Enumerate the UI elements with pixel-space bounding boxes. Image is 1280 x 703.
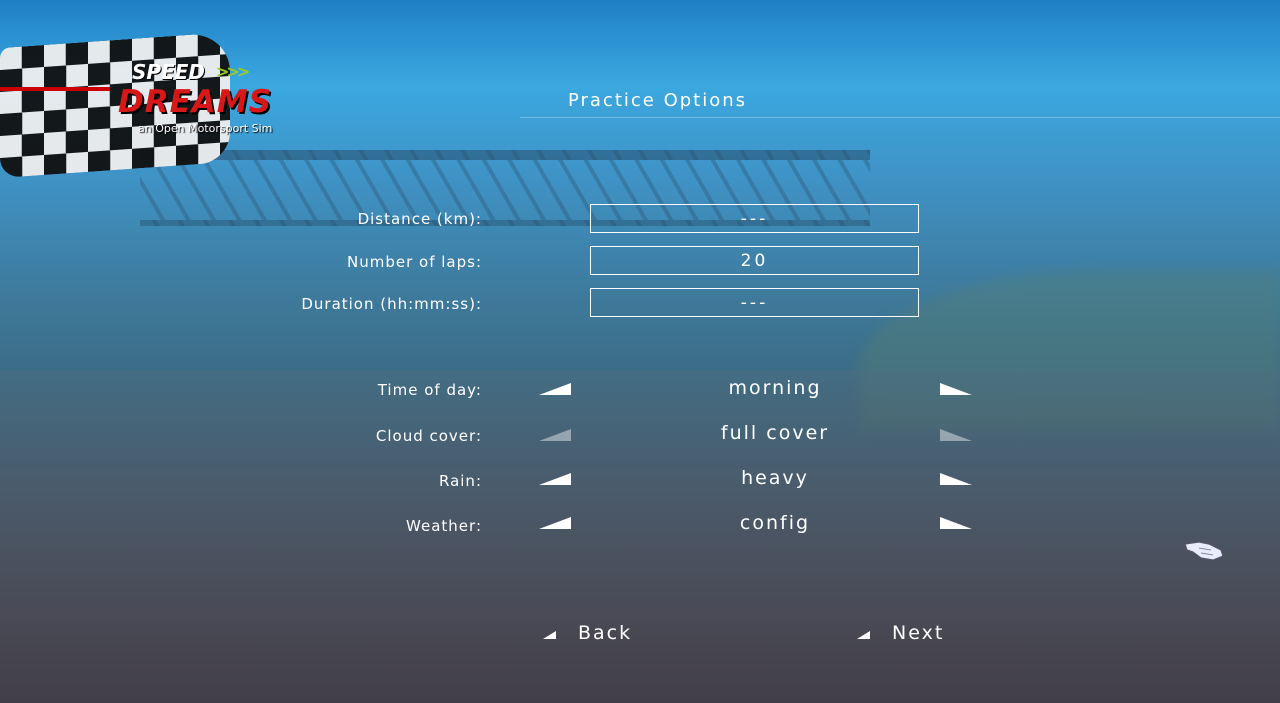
weather-label: Weather:: [406, 517, 482, 535]
background-road: [0, 370, 1280, 703]
time-of-day-value: morning: [728, 377, 822, 399]
rain-value: heavy: [741, 467, 809, 489]
weather-value: config: [739, 512, 811, 534]
back-arrow-icon: [543, 631, 556, 639]
laps-label: Number of laps:: [347, 253, 482, 271]
logo-speed-text: SPEED: [132, 60, 205, 84]
logo-dreams-text: DREAMS: [118, 84, 272, 120]
laps-input[interactable]: 20: [590, 246, 919, 275]
cloud-cover-value: full cover: [720, 422, 830, 444]
background-hill: [860, 270, 1280, 430]
cloud-cover-label: Cloud cover:: [375, 427, 482, 445]
logo-stripe: [0, 87, 110, 91]
duration-input[interactable]: ---: [590, 288, 919, 317]
next-arrow-icon: [857, 631, 870, 639]
logo-tagline: an Open Motorsport Sim: [138, 122, 273, 135]
rain-label: Rain:: [438, 472, 482, 490]
cloud-cover-prev-arrow-icon[interactable]: [539, 429, 571, 441]
time-of-day-prev-arrow-icon[interactable]: [539, 383, 571, 395]
duration-label: Duration (hh:mm:ss):: [301, 295, 482, 313]
back-button[interactable]: Back: [543, 622, 632, 644]
speed-dreams-logo: SPEED >>> DREAMS an Open Motorsport Sim: [0, 31, 305, 179]
weather-prev-arrow-icon[interactable]: [539, 517, 571, 529]
title-divider: [520, 117, 1280, 118]
time-of-day-label: Time of day:: [377, 381, 482, 399]
distance-input[interactable]: ---: [590, 204, 919, 233]
logo-chevrons-icon: >>>: [216, 62, 250, 81]
hand-cursor-icon: [1184, 541, 1224, 561]
next-button[interactable]: Next: [857, 622, 944, 644]
back-label: Back: [578, 622, 633, 644]
page-title: Practice Options: [567, 90, 748, 111]
next-label: Next: [892, 622, 945, 644]
rain-prev-arrow-icon[interactable]: [539, 473, 571, 485]
distance-label: Distance (km):: [357, 210, 482, 228]
